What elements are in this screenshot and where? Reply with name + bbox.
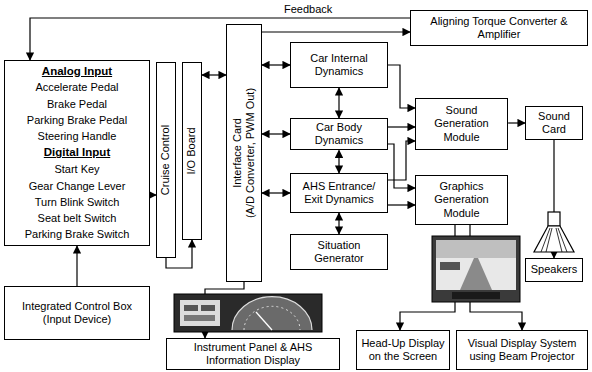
connector: [508, 122, 525, 123]
connector: [262, 64, 290, 65]
process-box: Visual Display System using Beam Project…: [456, 330, 588, 370]
process-box: Graphics Generation Module: [415, 175, 508, 225]
vertical-box: Cruise Control: [156, 62, 176, 258]
box-content: Car Body Dynamics: [291, 119, 387, 149]
box-label: AHS Entrance/ Exit Dynamics: [294, 180, 384, 206]
process-box: AHS Entrance/ Exit Dynamics: [290, 173, 388, 213]
screen-dashboard: [452, 292, 500, 299]
connector: [262, 133, 290, 134]
box-content: Car Internal Dynamics: [291, 43, 387, 87]
instrument-panel-picture: [174, 294, 322, 332]
box-label: Situation Generator: [294, 239, 384, 265]
panel-lamp: [184, 305, 198, 311]
box-label: Cruise Control: [159, 125, 172, 195]
box-label: Parking Brake Pedal: [27, 114, 127, 127]
box-content: Instrument Panel & AHS Information Displ…: [167, 339, 339, 369]
process-box: Head-Up Display on the Screen: [356, 330, 450, 370]
process-box: Sound Card: [525, 106, 583, 140]
connector: [388, 141, 415, 180]
connector: [338, 213, 339, 234]
edge-label: Feedback: [282, 3, 334, 16]
speedometer-needle: [256, 312, 272, 330]
screen-hud: [440, 262, 460, 270]
box-content: Aligning Torque Converter & Amplifier: [411, 11, 587, 45]
box-label: I/O Board: [185, 127, 198, 174]
speedometer: [232, 297, 312, 330]
process-box: Integrated Control Box (Input Device): [4, 286, 150, 340]
box-label: Steering Handle: [38, 130, 117, 143]
box-content: Visual Display System using Beam Project…: [457, 331, 587, 369]
box-label: Interface Card: [231, 118, 244, 188]
box-label: Start Key: [54, 163, 99, 176]
box-label: Sound Generation Module: [419, 104, 504, 144]
speaker-magnet: [548, 212, 560, 226]
panel-screen: [180, 300, 220, 326]
vertical-box: I/O Board: [182, 62, 202, 240]
screen-sky: [436, 240, 516, 258]
panel-frame: [174, 294, 322, 332]
box-content: I/O Board: [183, 66, 200, 236]
box-content: Speakers: [526, 259, 582, 281]
box-label: Speakers: [531, 263, 577, 276]
vertical-box: Interface Card(A/D Converter, PWM Out): [226, 24, 262, 282]
box-label: Parking Brake Switch: [25, 228, 130, 241]
speaker-cone: [534, 226, 574, 252]
group-heading: Analog Input: [42, 65, 112, 79]
box-label: Visual Display System using Beam Project…: [460, 337, 584, 363]
process-box: Analog InputAccelerate PedalBrake PedalP…: [4, 60, 150, 246]
box-content: Sound Card: [526, 107, 582, 139]
process-box: Car Body Dynamics: [290, 118, 388, 150]
process-box: Situation Generator: [290, 234, 388, 270]
box-content: Sound Generation Module: [416, 99, 507, 149]
box-label: (A/D Converter, PWM Out): [244, 88, 257, 218]
process-box: Speakers: [525, 258, 583, 282]
process-box: Aligning Torque Converter & Amplifier: [410, 10, 588, 46]
box-label: Instrument Panel & AHS Information Displ…: [170, 341, 336, 367]
screen-frame: [432, 236, 520, 302]
panel-lamp: [201, 305, 215, 311]
box-label: Sound Card: [529, 110, 579, 136]
connector: [388, 65, 415, 108]
connector: [262, 192, 290, 193]
box-label: Head-Up Display on the Screen: [360, 337, 446, 363]
box-content: AHS Entrance/ Exit Dynamics: [291, 174, 387, 212]
speaker-icon: [534, 212, 574, 252]
connector: [388, 126, 415, 127]
connector: [76, 246, 77, 286]
connector: [388, 144, 415, 188]
box-label: Graphics Generation Module: [419, 180, 504, 220]
box-label: Seat belt Switch: [38, 212, 117, 225]
screen-picture: [432, 236, 520, 302]
connector: [202, 74, 226, 75]
screen-view: [436, 240, 516, 290]
box-content: Cruise Control: [157, 66, 174, 254]
panel-lamp: [184, 315, 215, 321]
box-content: Integrated Control Box (Input Device): [5, 287, 149, 339]
box-content: Head-Up Display on the Screen: [357, 331, 449, 369]
screen-road: [460, 258, 492, 290]
box-content: Analog InputAccelerate PedalBrake PedalP…: [5, 61, 149, 245]
connector: [338, 150, 339, 173]
connector: [262, 31, 410, 32]
process-box: Sound Generation Module: [415, 98, 508, 150]
process-box: Car Internal Dynamics: [290, 42, 388, 88]
box-label: Turn Blink Switch: [35, 196, 120, 209]
box-content: Situation Generator: [291, 235, 387, 269]
group-heading: Digital Input: [44, 146, 110, 160]
speaker-lines: [541, 228, 567, 252]
box-label: Car Body Dynamics: [294, 121, 384, 147]
box-label: Aligning Torque Converter & Amplifier: [414, 15, 584, 41]
box-content: Graphics Generation Module: [416, 176, 507, 224]
box-content: Interface Card(A/D Converter, PWM Out): [229, 28, 259, 278]
box-label: Car Internal Dynamics: [294, 52, 384, 78]
speedometer-scale: [244, 306, 300, 330]
connector: [338, 88, 339, 118]
box-label: Accelerate Pedal: [35, 81, 118, 94]
process-box: Instrument Panel & AHS Information Displ…: [166, 338, 340, 370]
box-label: Gear Change Lever: [29, 180, 126, 193]
box-label: Integrated Control Box (Input Device): [8, 300, 146, 326]
connector: [388, 204, 415, 205]
box-label: Brake Pedal: [47, 98, 107, 111]
